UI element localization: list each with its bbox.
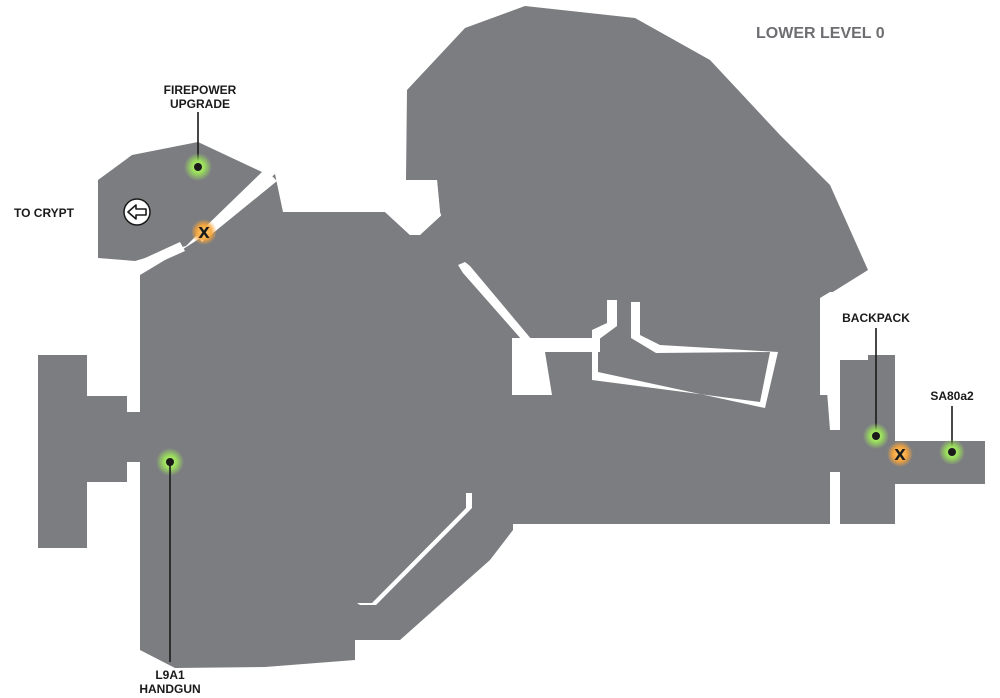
north-notch — [385, 180, 440, 235]
center-pillar-gap — [512, 338, 600, 395]
x-mark-icon: X — [894, 446, 906, 464]
orange-blocker-glow-icon — [191, 219, 217, 245]
to-crypt-exit[interactable]: TO CRYPT — [14, 198, 151, 226]
nw-lower-wall — [132, 242, 185, 272]
crypt-antechamber — [98, 142, 262, 261]
item-dot-icon — [948, 448, 956, 456]
west-door-gap — [127, 396, 140, 412]
firepower-upgrade-marker[interactable]: FIREPOWER UPGRADE — [164, 83, 237, 181]
level-title: LOWER LEVEL 0 — [756, 25, 885, 42]
south-annex — [552, 470, 830, 524]
east-bottom-gap — [830, 472, 840, 524]
backpack-marker[interactable]: BACKPACK — [842, 311, 910, 449]
to-crypt-label: TO CRYPT — [14, 206, 75, 220]
north-hall — [406, 6, 868, 470]
east-top-gap — [830, 395, 840, 430]
walls — [127, 174, 868, 605]
east-room — [840, 355, 985, 524]
item-dot-icon — [194, 163, 202, 171]
south-corridor — [513, 470, 840, 524]
item-dot-icon — [872, 432, 880, 440]
nw-diagonal-wall — [196, 174, 277, 242]
blocked-door-nw[interactable]: X — [191, 219, 217, 245]
west-lower-gap — [127, 462, 140, 482]
inner-loop-wall — [592, 300, 778, 408]
sa80a2-label: SA80a2 — [930, 389, 974, 403]
firepower-label-line2: UPGRADE — [170, 97, 230, 111]
north-hall-right-notch — [820, 292, 868, 395]
diagonal-passage-wall — [458, 262, 532, 340]
backpack-label: BACKPACK — [842, 311, 910, 325]
sa80a2-marker[interactable]: SA80a2 — [930, 389, 974, 465]
blocked-door-east[interactable]: X — [887, 441, 913, 467]
west-wing-room — [38, 355, 140, 548]
firepower-label-line1: FIREPOWER — [164, 83, 237, 97]
handgun-label-line2: HANDGUN — [139, 682, 200, 696]
orange-blocker-glow-icon — [887, 441, 913, 467]
arrow-left-circle-icon — [123, 198, 151, 226]
l9a1-handgun-marker[interactable]: L9A1 HANDGUN — [139, 448, 201, 696]
x-mark-icon: X — [198, 224, 210, 242]
handgun-label-line1: L9A1 — [155, 668, 185, 682]
